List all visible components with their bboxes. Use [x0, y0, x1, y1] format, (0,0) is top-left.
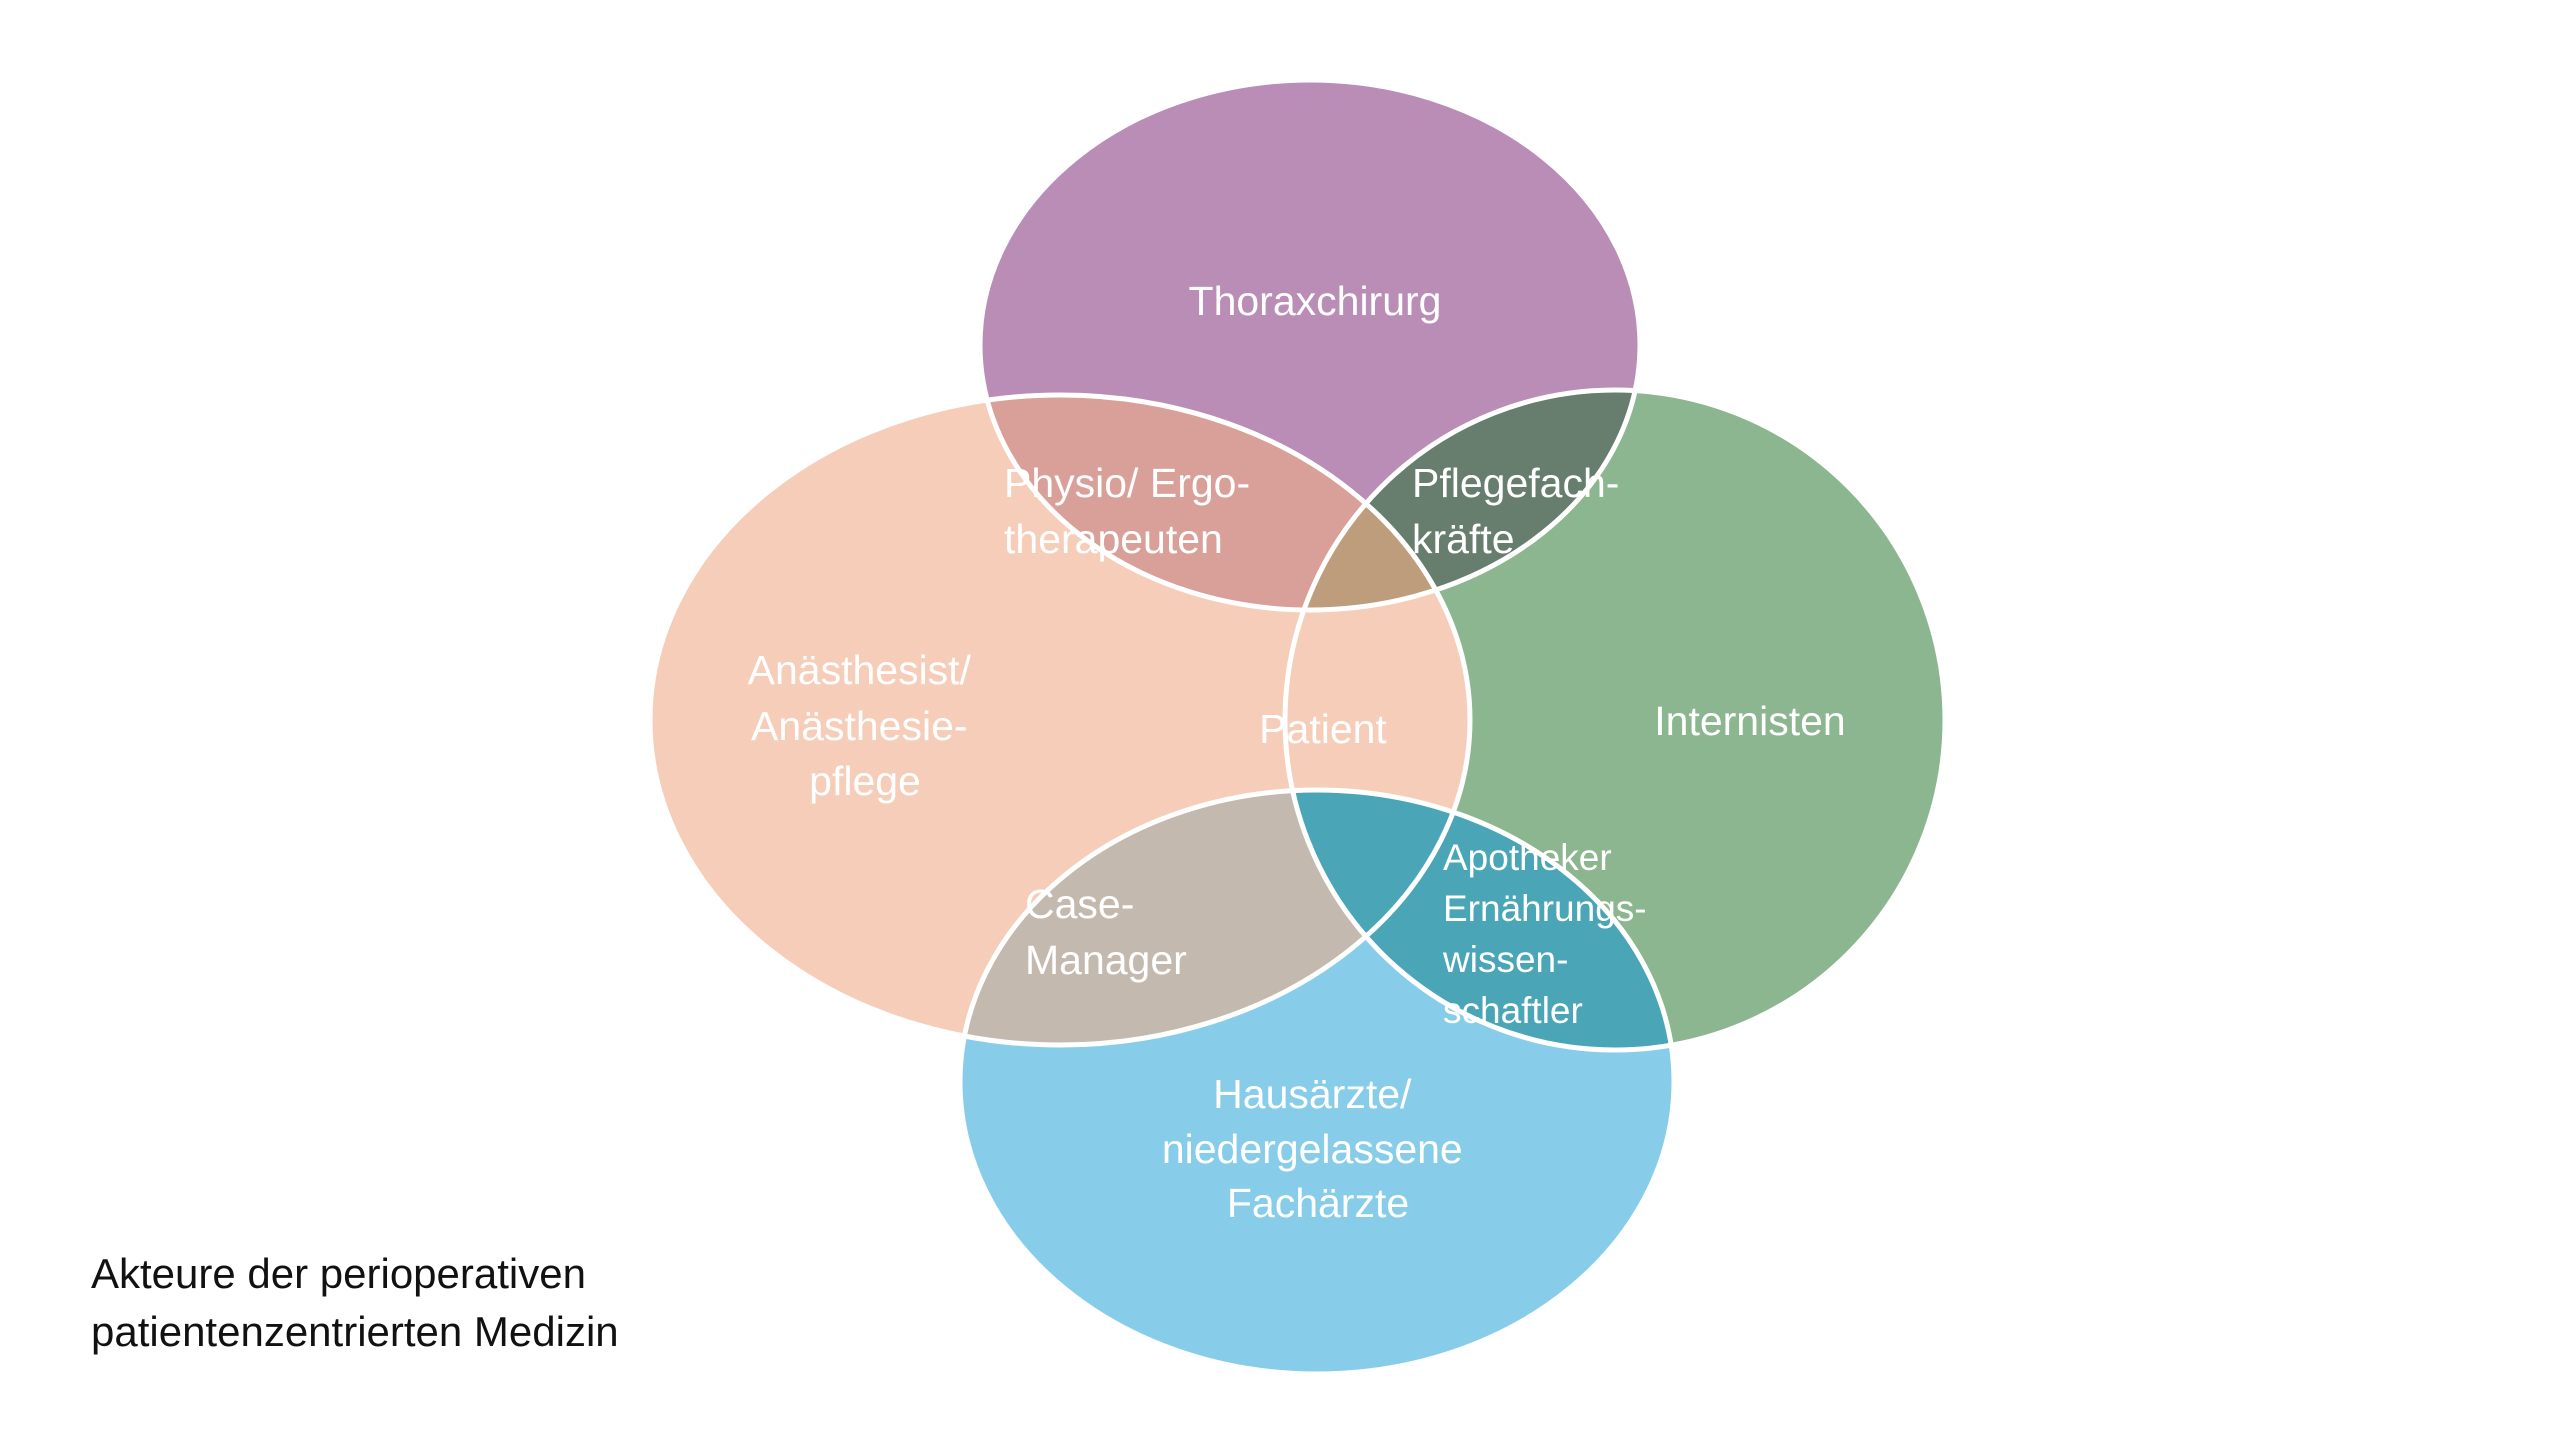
slide-caption: Akteure der perioperativen patientenzent…: [91, 1245, 991, 1361]
label-thoraxchirurg: Thoraxchirurg: [1189, 278, 1442, 324]
overlap-right-bottom: [1285, 790, 1674, 1050]
overlap-top-left: [980, 395, 1470, 610]
label-internisten: Internisten: [1654, 698, 1845, 744]
overlap-top-right: [1285, 390, 1640, 610]
label-patient: Patient: [1259, 706, 1387, 752]
caption-line-1: Akteure der perioperativen: [91, 1250, 586, 1297]
label-hausaerzte: Hausärzte/ niedergelassene Fachärzte: [1162, 1071, 1474, 1226]
circle-outlines: [647, 77, 1948, 1377]
caption-line-2: patientenzentrierten Medizin: [91, 1308, 619, 1355]
label-case-manager: Case- Manager: [1025, 881, 1187, 983]
label-anaesthesist: Anästhesist/ Anästhesie- pflege: [748, 647, 983, 804]
label-pflegefachkraefte: Pflegefach- kräfte: [1412, 460, 1631, 562]
label-physio-ergo: Physio/ Ergo- therapeuten: [1004, 460, 1262, 562]
overlap-left-bottom: [960, 790, 1470, 1045]
label-apotheker: Apotheker Ernährungs- wissen- schaftler: [1442, 837, 1657, 1031]
